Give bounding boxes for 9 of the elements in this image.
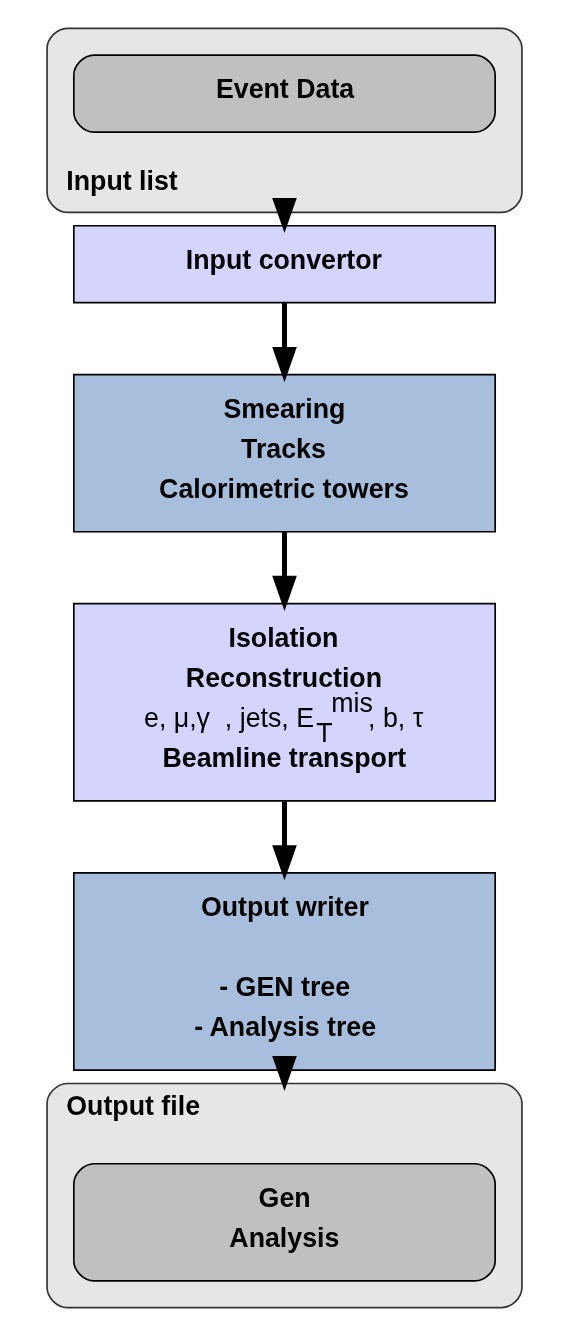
node-box: Gen Analysis — [72, 1162, 496, 1282]
node-box: Event Data — [72, 54, 496, 133]
arrow — [271, 531, 297, 611]
arrow — [271, 1055, 297, 1092]
arrow — [271, 197, 297, 234]
arrow — [271, 303, 297, 383]
node-box: Smearing Tracks Calorimetric towers — [72, 373, 496, 533]
arrow — [271, 801, 297, 881]
node-box: Input convertor — [72, 224, 496, 304]
